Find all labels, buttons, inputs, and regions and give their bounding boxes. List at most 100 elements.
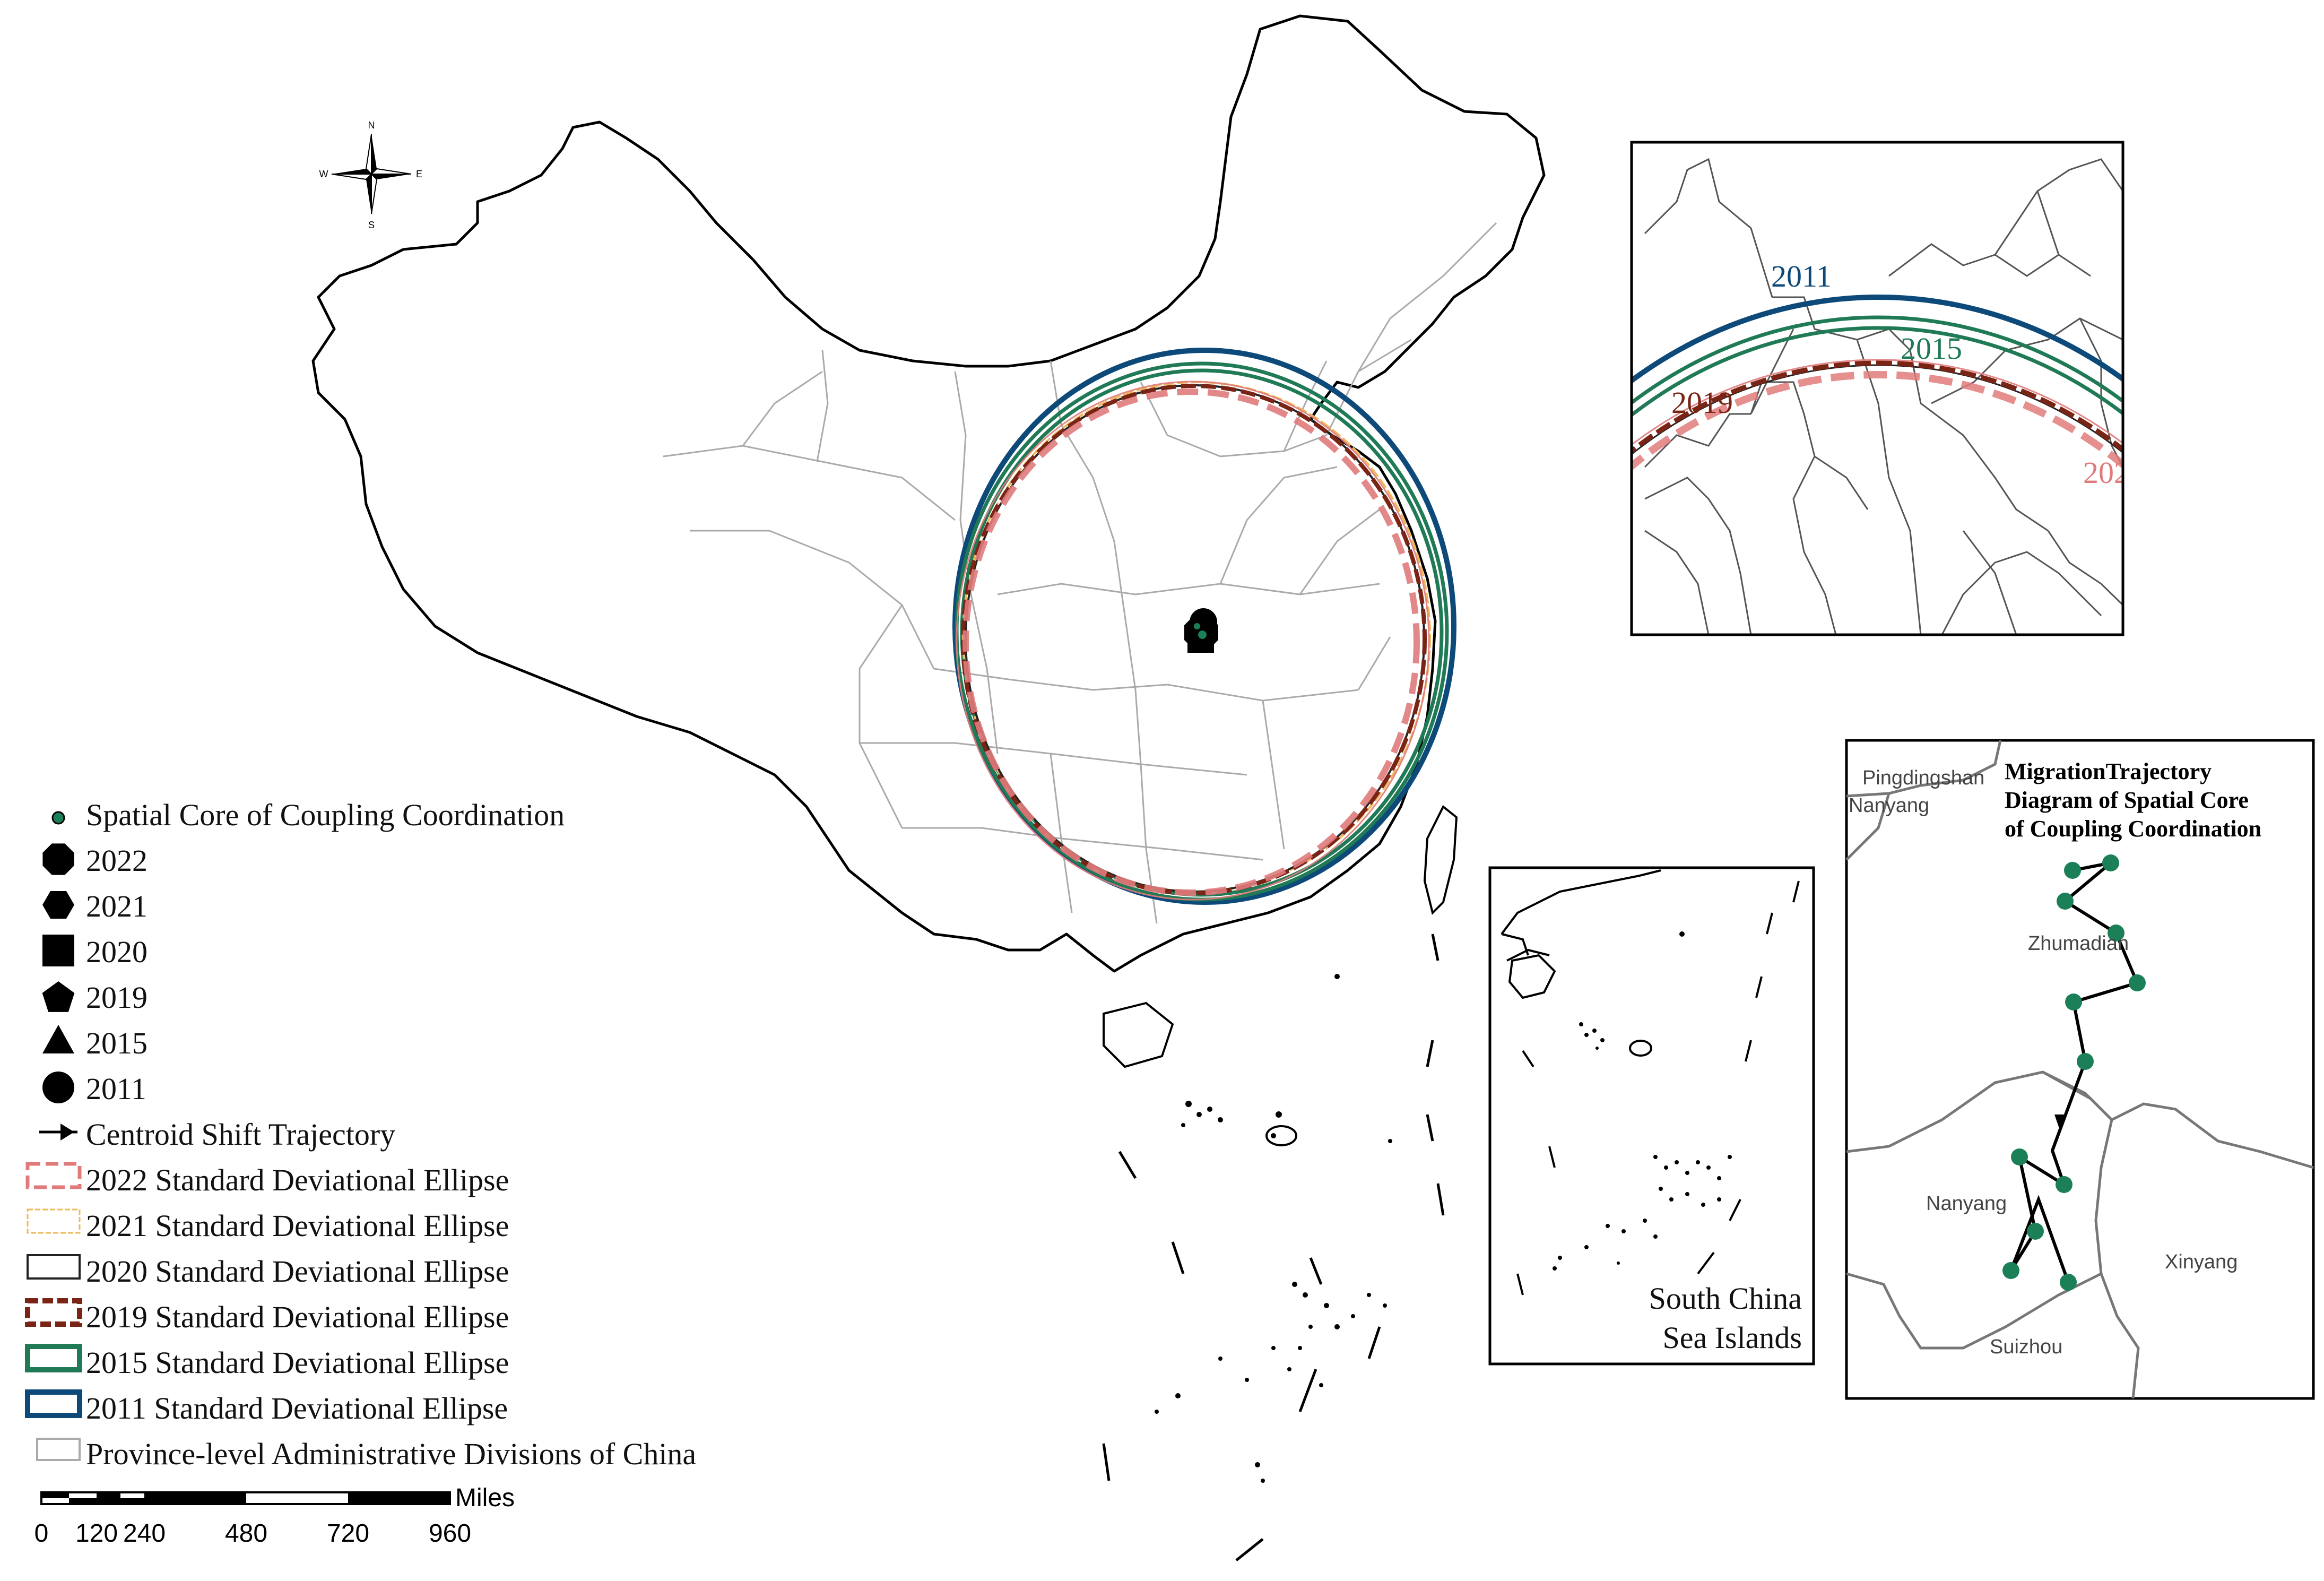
- scale-tick-label: 960: [429, 1519, 471, 1548]
- legend-item: 2019: [42, 980, 148, 1015]
- inset-zoom-frame: [1630, 141, 2124, 636]
- legend-label: 2015 Standard Deviational Ellipse: [86, 1345, 509, 1380]
- legend-item: 2019 Standard Deviational Ellipse: [25, 1298, 509, 1334]
- province-boundaries: [663, 222, 1497, 924]
- trajectory-points: [2002, 854, 2146, 1291]
- trajectory-point: [2002, 1262, 2019, 1279]
- inset-sea-hainan: [1508, 954, 1556, 999]
- trajectory-point: [2064, 862, 2081, 879]
- trajectory-point: [2102, 854, 2119, 871]
- legend-item: 2015: [42, 1025, 148, 1060]
- inset-sea-title-line2: Sea Islands: [1662, 1320, 1802, 1355]
- legend-label: Province-level Administrative Divisions …: [86, 1437, 696, 1471]
- inset-sea-coast: [1501, 869, 1661, 962]
- ellipse-2022-outline: [956, 381, 1430, 901]
- legend-symbol-ellipse-2011: [25, 1389, 82, 1418]
- scale-tick-label: 240: [123, 1519, 166, 1548]
- legend: Spatial Core of Coupling Coordination 202…: [25, 798, 696, 1471]
- taiwan-island: [1423, 805, 1458, 915]
- legend-symbol-core-point: [51, 811, 65, 825]
- ellipse-2022: [962, 388, 1420, 896]
- north-arrow: N S E W: [319, 120, 423, 230]
- legend-symbol-octagon: [42, 843, 74, 875]
- inset-sea-frame: [1488, 866, 1815, 1366]
- legend-label: 2021: [86, 889, 148, 923]
- legend-symbol-ellipse-2022: [25, 1162, 82, 1189]
- legend-item: 2011 Standard Deviational Ellipse: [25, 1389, 508, 1426]
- place-zhumadian: Zhumadian: [2028, 932, 2129, 955]
- zoom-arc-2015-inner: [1632, 326, 2123, 418]
- legend-symbol-hexagon: [42, 891, 74, 919]
- inset-south-china-sea: South China Sea Islands: [1488, 866, 1815, 1366]
- legend-symbol-ellipse-2015: [25, 1344, 82, 1372]
- standard-deviational-ellipses: [952, 348, 1456, 905]
- legend-item: 2015 Standard Deviational Ellipse: [25, 1344, 509, 1380]
- legend-label: Centroid Shift Trajectory: [86, 1117, 395, 1152]
- core-point-main: [1198, 630, 1207, 639]
- legend-item: 2020 Standard Deviational Ellipse: [27, 1254, 509, 1289]
- trajectory-point: [2057, 893, 2074, 910]
- zoom-label-2011: 2011: [1771, 259, 1832, 293]
- legend-symbol-ellipse-2021: [27, 1208, 81, 1234]
- inset-zoom-arcs: [1632, 295, 2123, 471]
- legend-item: 2022 Standard Deviational Ellipse: [25, 1162, 509, 1197]
- trajectory-point: [2060, 1274, 2077, 1291]
- scale-tick-label: 720: [327, 1519, 369, 1548]
- legend-label: 2022: [86, 843, 148, 878]
- legend-item: 2011: [42, 1072, 146, 1106]
- legend-item: 2021: [42, 889, 148, 923]
- trajectory-point: [2027, 1223, 2044, 1240]
- scale-bar-unit: Miles: [455, 1484, 515, 1512]
- legend-item: 2021 Standard Deviational Ellipse: [27, 1208, 509, 1243]
- zoom-arc-2022: [1632, 371, 2123, 471]
- compass-n: N: [368, 120, 375, 131]
- zoom-arc-2019: [1632, 360, 2123, 454]
- zoom-arc-2015: [1632, 315, 2123, 405]
- inset-sea-title-line1: South China: [1649, 1281, 1802, 1316]
- zoom-arc-2022-outline: [1632, 359, 2123, 446]
- legend-item: 2020: [42, 935, 148, 969]
- place-nanyang: Nanyang: [1926, 1193, 2007, 1215]
- inset-migration-trajectory: MigrationTrajectory Diagram of Spatial C…: [1845, 739, 2315, 1400]
- ellipse-2019: [961, 384, 1427, 895]
- legend-symbol-triangle: [42, 1025, 74, 1053]
- trajectory-point: [2108, 925, 2124, 941]
- zoom-arc-2011: [1632, 295, 2123, 384]
- trajectory-point: [2129, 974, 2146, 991]
- trajectory-title-line2: Diagram of Spatial Core: [2005, 787, 2249, 813]
- legend-label: 2020: [86, 935, 148, 969]
- legend-symbol-circle: [42, 1072, 74, 1103]
- main-map: [311, 14, 1546, 1561]
- place-xinyang: Xinyang: [2165, 1251, 2238, 1273]
- compass-e: E: [416, 169, 422, 179]
- inset-sea-islands: [1553, 931, 1732, 1271]
- legend-label: Spatial Core of Coupling Coordination: [86, 798, 565, 832]
- legend-item: Spatial Core of Coupling Coordination: [51, 798, 565, 832]
- inset-trajectory-frame: [1845, 739, 2315, 1400]
- place-suizhou: Suizhou: [1990, 1336, 2062, 1358]
- trajectory-point: [2077, 1053, 2094, 1070]
- inset-sea-reef: [1629, 1040, 1652, 1057]
- legend-label: 2015: [86, 1026, 148, 1060]
- trajectory-arrow-head: [2054, 1115, 2067, 1131]
- scale-tick-label: 120: [75, 1519, 118, 1548]
- trajectory-point: [2011, 1148, 2028, 1165]
- trajectory-title-line3: of Coupling Coordination: [2005, 816, 2261, 842]
- compass-w: W: [319, 169, 328, 179]
- legend-label: 2020 Standard Deviational Ellipse: [86, 1254, 509, 1289]
- legend-symbol-ellipse-2020: [27, 1254, 81, 1280]
- zoom-label-2019: 2019: [1671, 385, 1733, 420]
- legend-label: 2019: [86, 980, 148, 1015]
- legend-item: Centroid Shift Trajectory: [39, 1117, 395, 1152]
- legend-label: 2011: [86, 1072, 146, 1106]
- legend-symbol-arrow-head: [60, 1124, 74, 1141]
- legend-symbol-pentagon: [42, 981, 75, 1012]
- centroid-cluster: [1184, 608, 1218, 653]
- hainan-island: [1103, 1001, 1174, 1068]
- legend-label: 2019 Standard Deviational Ellipse: [86, 1300, 509, 1334]
- trajectory-title-line1: MigrationTrajectory: [2005, 758, 2212, 784]
- inset-trajectory-boundaries: [1845, 740, 2314, 1399]
- legend-label: 2011 Standard Deviational Ellipse: [86, 1391, 508, 1426]
